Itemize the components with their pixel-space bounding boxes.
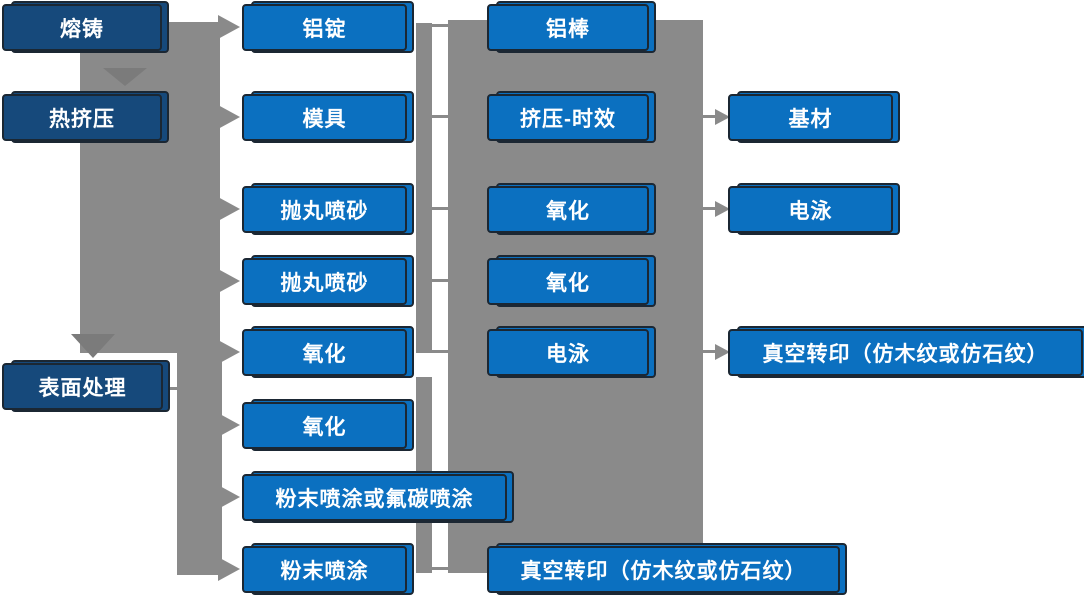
node-shot-blasting-2: 抛丸喷砂 — [242, 255, 414, 307]
node-label: 电泳 — [546, 342, 590, 366]
node-label: 模具 — [302, 107, 347, 131]
node-label: 氧化 — [302, 342, 347, 366]
node-powder-coating: 粉末喷涂 — [242, 543, 414, 595]
node-label: 铝棒 — [546, 17, 590, 41]
bus-link-line — [430, 115, 450, 118]
arrow-down-to-hot-extrusion-icon — [103, 68, 147, 86]
node-label: 氧化 — [546, 199, 590, 223]
mid-bus-upper — [416, 23, 432, 353]
node-label: 热挤压 — [49, 107, 115, 131]
arrow-right-icon — [218, 269, 240, 293]
bus-link-line — [430, 279, 450, 282]
bus-link-line — [430, 24, 450, 27]
node-label: 电泳 — [788, 199, 833, 223]
node-aluminum-rod: 铝棒 — [487, 1, 656, 53]
node-label: 真空转印（仿木纹或仿石纹） — [520, 559, 807, 583]
arrow-right-icon — [715, 201, 730, 217]
node-aluminum-ingot: 铝锭 — [242, 1, 414, 53]
node-label: 基材 — [788, 107, 833, 131]
bus-link-line — [430, 207, 450, 210]
arrow-right-icon — [715, 109, 730, 125]
arrow-right-icon — [218, 557, 240, 581]
node-electrophoresis-2: 电泳 — [728, 183, 900, 235]
node-vacuum-transfer-1: 真空转印（仿木纹或仿石纹） — [487, 543, 847, 595]
node-powder-or-fluoro: 粉末喷涂或氟碳喷涂 — [242, 471, 514, 523]
arrow-right-icon — [218, 485, 240, 509]
arrow-right-icon — [218, 413, 240, 437]
node-label: 熔铸 — [60, 17, 104, 41]
arrow-down-to-surface-treatment-icon — [71, 334, 115, 358]
node-label: 氧化 — [546, 271, 590, 295]
node-label: 抛丸喷砂 — [280, 271, 369, 295]
node-label: 挤压-时效 — [520, 107, 616, 131]
node-label: 氧化 — [302, 415, 347, 439]
node-hot-extrusion: 热挤压 — [2, 91, 169, 143]
node-label: 真空转印（仿木纹或仿石纹） — [762, 342, 1049, 366]
node-mold: 模具 — [242, 91, 414, 143]
bus-link-line — [430, 567, 450, 570]
arrow-right-icon — [715, 344, 730, 360]
node-melting: 熔铸 — [2, 1, 169, 53]
node-shot-blasting-1: 抛丸喷砂 — [242, 183, 414, 235]
node-vacuum-transfer-2: 真空转印（仿木纹或仿石纹） — [728, 326, 1084, 378]
bus-link-line — [430, 350, 450, 353]
surface-flow-bar — [177, 353, 222, 575]
node-surface-treatment: 表面处理 — [2, 360, 170, 412]
node-extrusion-aging: 挤压-时效 — [487, 91, 656, 143]
node-label: 表面处理 — [38, 376, 127, 400]
arrow-right-icon — [218, 15, 240, 39]
surface-link-line — [161, 387, 179, 390]
arrow-right-icon — [218, 340, 240, 364]
arrow-right-icon — [218, 197, 240, 221]
node-oxidation-3: 氧化 — [487, 183, 656, 235]
node-oxidation-2: 氧化 — [242, 399, 414, 451]
node-label: 铝锭 — [302, 17, 347, 41]
node-electrophoresis-1: 电泳 — [487, 326, 656, 378]
arrow-stem — [703, 207, 716, 210]
arrow-stem — [703, 115, 716, 118]
node-oxidation-4: 氧化 — [487, 255, 656, 307]
node-oxidation-1: 氧化 — [242, 326, 414, 378]
arrow-stem — [703, 350, 716, 353]
node-label: 粉末喷涂 — [280, 559, 369, 583]
node-label: 粉末喷涂或氟碳喷涂 — [275, 487, 474, 511]
node-label: 抛丸喷砂 — [280, 199, 369, 223]
arrow-right-icon — [218, 105, 240, 129]
node-base-material: 基材 — [728, 91, 900, 143]
